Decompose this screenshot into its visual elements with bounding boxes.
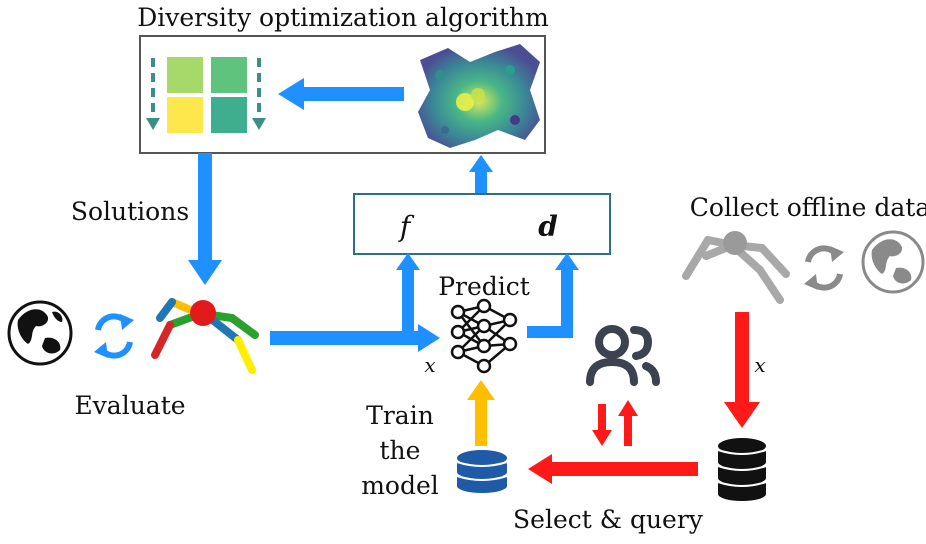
select-label: Select & query <box>513 505 704 534</box>
solutions-label: Solutions <box>71 197 189 226</box>
gray-cycle-icon <box>804 245 844 291</box>
select-arrow <box>528 454 698 484</box>
collect-label: Collect offline data <box>690 193 926 222</box>
hexbin-map-icon <box>418 44 540 148</box>
neural-net-icon <box>450 298 518 374</box>
evaluate-label: Evaluate <box>74 391 185 420</box>
grid-archive-icon <box>146 57 266 133</box>
database-black-icon <box>717 438 767 501</box>
gray-globe-icon <box>861 230 925 294</box>
train-label-2: the <box>380 436 421 465</box>
solutions-arrow <box>188 153 222 285</box>
x-label-left: x <box>424 353 435 377</box>
model-output-box <box>353 193 611 255</box>
cycle-icon <box>94 313 134 359</box>
robot-icon <box>151 298 259 374</box>
users-icon <box>586 325 660 386</box>
globe-icon <box>7 300 73 366</box>
train-label-1: Train <box>366 401 434 430</box>
robot-to-network-arrow <box>270 324 440 352</box>
predict-arrows <box>396 253 579 338</box>
box-left-arrow <box>278 78 404 110</box>
gray-robot-icon <box>682 231 790 304</box>
database-icon <box>456 450 508 493</box>
predict-label: Predict <box>438 272 530 301</box>
query-arrows <box>592 400 638 446</box>
collect-arrow <box>724 312 760 428</box>
x-label-right: x <box>754 353 765 377</box>
up-arrow-to-optimizer <box>469 155 493 194</box>
diagram-title: Diversity optimization algorithm <box>137 3 549 32</box>
train-arrow <box>467 380 495 446</box>
train-label-3: model <box>361 471 439 500</box>
d-output: d <box>538 210 558 243</box>
